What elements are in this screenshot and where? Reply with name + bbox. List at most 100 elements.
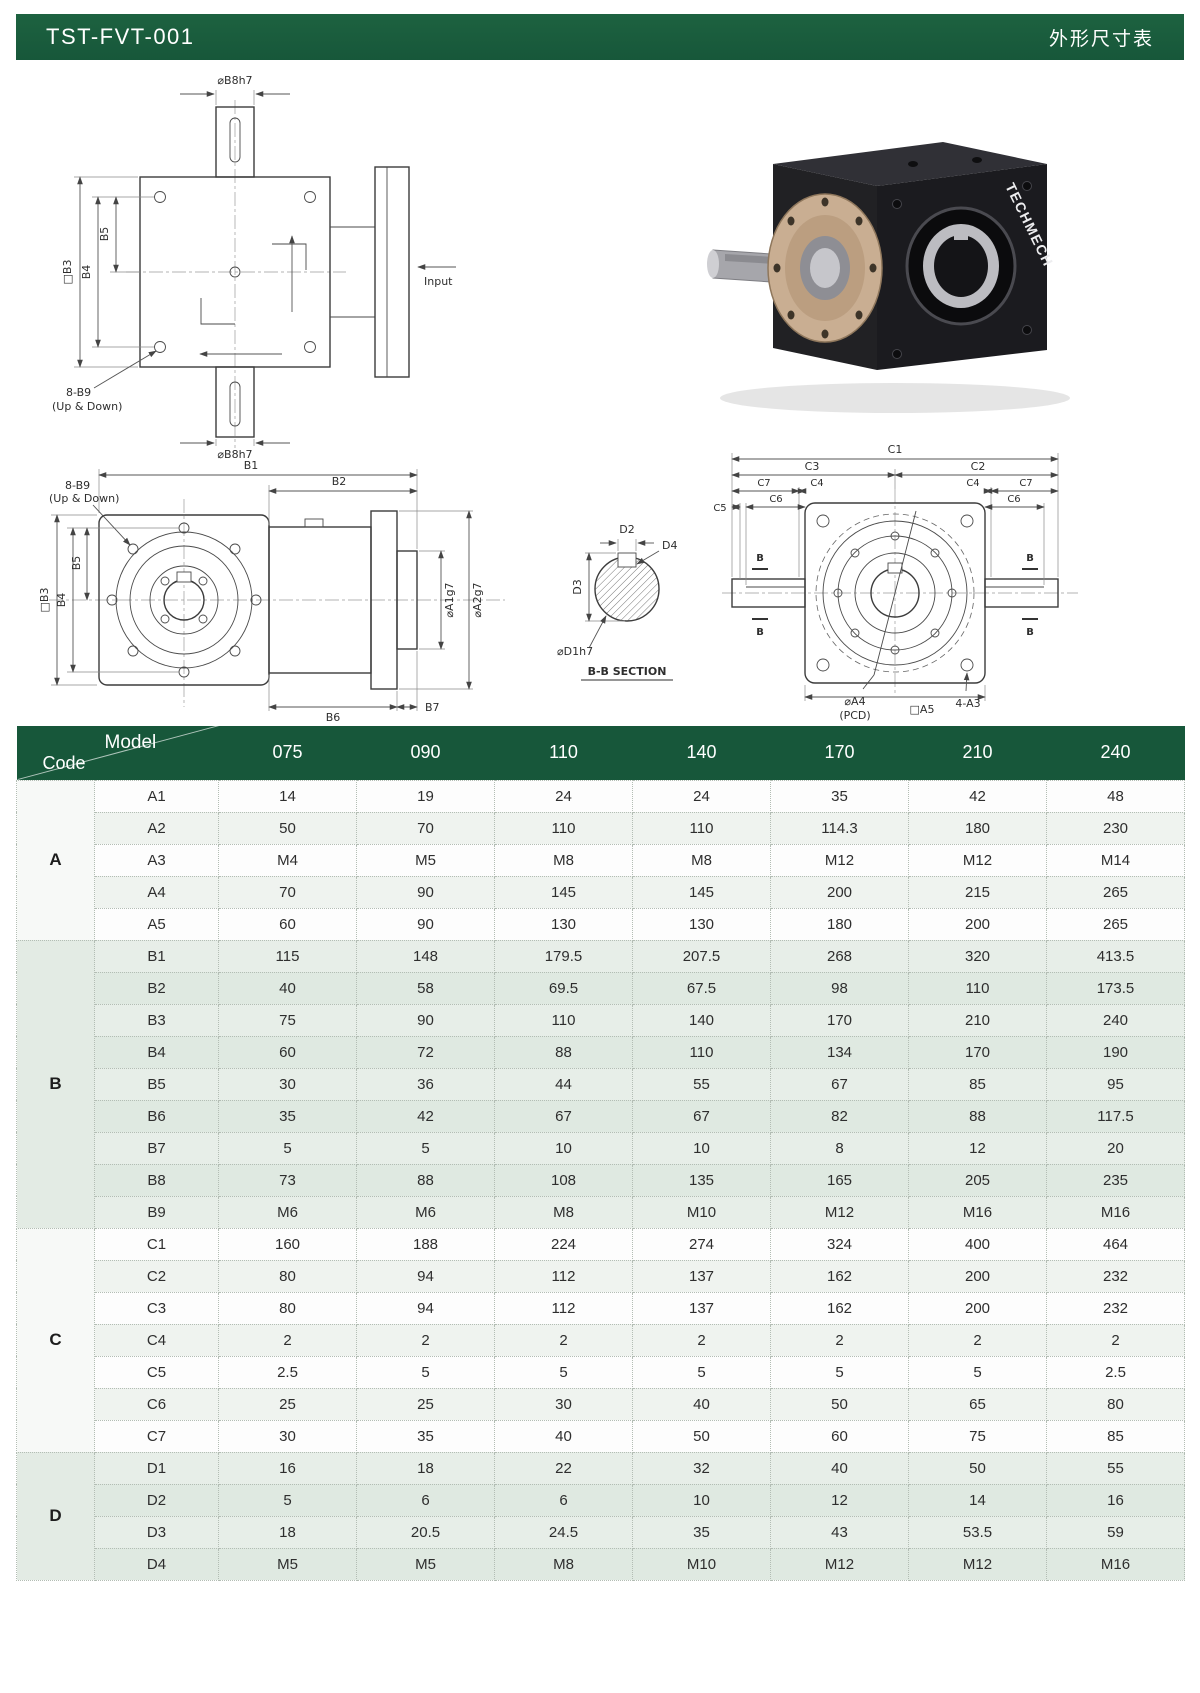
value-D4-140: M10 [632, 1547, 771, 1581]
value-C2-110: 112 [494, 1259, 633, 1293]
dim-label-a1: ⌀A1g7 [443, 582, 456, 617]
value-A1-075: 14 [218, 779, 357, 813]
value-B5-110: 44 [494, 1067, 633, 1101]
code-cell-D4: D4 [94, 1547, 219, 1581]
code-cell-B1: B1 [94, 939, 219, 973]
value-C1-140: 274 [632, 1227, 771, 1261]
value-D2-170: 12 [770, 1483, 909, 1517]
value-C7-240: 85 [1046, 1419, 1185, 1453]
value-A2-240: 230 [1046, 811, 1185, 845]
code-cell-C1: C1 [94, 1227, 219, 1261]
code-cell-B9: B9 [94, 1195, 219, 1229]
value-C7-140: 50 [632, 1419, 771, 1453]
value-C2-140: 137 [632, 1259, 771, 1293]
value-A5-075: 60 [218, 907, 357, 941]
dim-label-b5: B5 [98, 227, 111, 242]
rear-view-drawing: C1 C3 C2 C7 C4 C4 C7 C5 C6 C6 B B B B ⌀A… [713, 443, 1078, 722]
value-A4-110: 145 [494, 875, 633, 909]
value-D2-140: 10 [632, 1483, 771, 1517]
value-B5-210: 85 [908, 1067, 1047, 1101]
group-label-A: A [16, 779, 95, 941]
value-B2-240: 173.5 [1046, 971, 1185, 1005]
value-B6-090: 42 [356, 1099, 495, 1133]
value-C1-240: 464 [1046, 1227, 1185, 1261]
value-D1-075: 16 [218, 1451, 357, 1485]
code-cell-D3: D3 [94, 1515, 219, 1549]
value-D4-110: M8 [494, 1547, 633, 1581]
value-C5-240: 2.5 [1046, 1355, 1185, 1389]
dim-label-c3: C3 [805, 460, 820, 473]
product-photo: TECHMECH [707, 142, 1070, 413]
bolt-note-line1-side: 8-B9 [65, 479, 90, 492]
value-D3-075: 18 [218, 1515, 357, 1549]
code-cell-D1: D1 [94, 1451, 219, 1485]
value-A1-170: 35 [770, 779, 909, 813]
section-view-drawing: D2 D4 D3 ⌀D1h7 B-B SECTION [557, 523, 677, 681]
dim-label-b8-bottom: ⌀B8h7 [217, 448, 252, 461]
section-mark-b4: B [1026, 627, 1034, 638]
value-B1-075: 115 [218, 939, 357, 973]
value-B8-170: 165 [770, 1163, 909, 1197]
value-D3-140: 35 [632, 1515, 771, 1549]
value-B9-210: M16 [908, 1195, 1047, 1229]
table-corner-header: Model Code [16, 724, 220, 781]
drawings-section: ⌀B8h7 ⌀B8h7 □B3 B4 B5 8-B9 (Up & Down) I… [0, 60, 1200, 726]
value-C3-210: 200 [908, 1291, 1047, 1325]
value-B3-240: 240 [1046, 1003, 1185, 1037]
value-B4-140: 110 [632, 1035, 771, 1069]
code-header-label: Code [42, 752, 86, 773]
code-cell-A3: A3 [94, 843, 219, 877]
value-A5-110: 130 [494, 907, 633, 941]
value-C6-240: 80 [1046, 1387, 1185, 1421]
value-A2-075: 50 [218, 811, 357, 845]
value-C7-170: 60 [770, 1419, 909, 1453]
value-C1-110: 224 [494, 1227, 633, 1261]
value-B5-090: 36 [356, 1067, 495, 1101]
group-label-D: D [16, 1451, 95, 1581]
value-A2-170: 114.3 [770, 811, 909, 845]
value-B3-210: 210 [908, 1003, 1047, 1037]
value-B7-075: 5 [218, 1131, 357, 1165]
value-A3-110: M8 [494, 843, 633, 877]
value-D1-240: 55 [1046, 1451, 1185, 1485]
value-B9-140: M10 [632, 1195, 771, 1229]
value-C5-170: 5 [770, 1355, 909, 1389]
code-cell-B2: B2 [94, 971, 219, 1005]
value-C6-090: 25 [356, 1387, 495, 1421]
dim-label-c2: C2 [971, 460, 986, 473]
section-mark-b2: B [756, 627, 764, 638]
value-A3-090: M5 [356, 843, 495, 877]
model-column-header-140: 140 [632, 726, 771, 780]
code-cell-C3: C3 [94, 1291, 219, 1325]
code-cell-C2: C2 [94, 1259, 219, 1293]
value-B1-090: 148 [356, 939, 495, 973]
value-C7-090: 35 [356, 1419, 495, 1453]
value-C7-110: 40 [494, 1419, 633, 1453]
gearbox-render [707, 142, 1070, 413]
value-B6-110: 67 [494, 1099, 633, 1133]
value-B4-075: 60 [218, 1035, 357, 1069]
title-bar: TST-FVT-001 外形尺寸表 [16, 14, 1184, 60]
value-C4-075: 2 [218, 1323, 357, 1357]
value-B1-210: 320 [908, 939, 1047, 973]
value-D1-210: 50 [908, 1451, 1047, 1485]
value-C3-140: 137 [632, 1291, 771, 1325]
label-4-a3: 4-A3 [955, 697, 980, 710]
value-B9-075: M6 [218, 1195, 357, 1229]
value-B6-240: 117.5 [1046, 1099, 1185, 1133]
value-D1-090: 18 [356, 1451, 495, 1485]
value-C3-110: 112 [494, 1291, 633, 1325]
code-cell-A1: A1 [94, 779, 219, 813]
value-C5-075: 2.5 [218, 1355, 357, 1389]
dim-label-c7-left: C7 [757, 478, 770, 489]
side-view-drawing: B1 B2 □B3 B4 B5 8-B9 (Up & Down) ⌀A1g7 ⌀… [38, 459, 505, 724]
value-C5-140: 5 [632, 1355, 771, 1389]
